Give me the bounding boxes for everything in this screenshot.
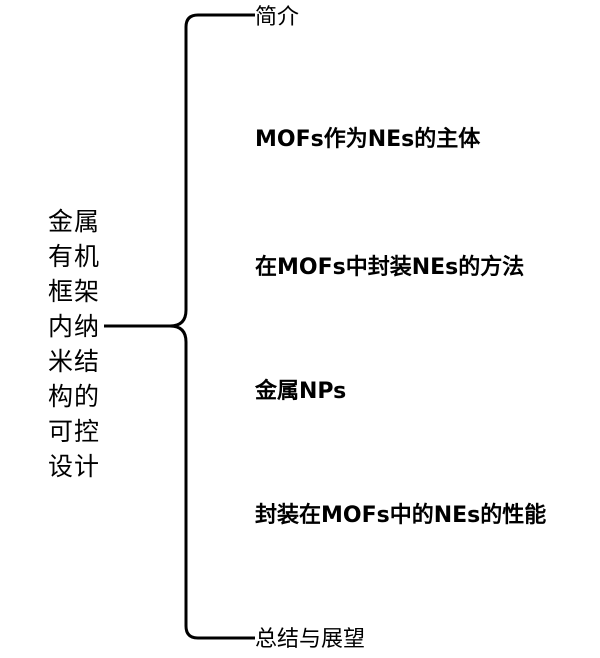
brace-path (104, 13, 255, 640)
branch-encapsulation-methods: 在MOFs中封装NEs的方法 (255, 255, 525, 280)
branch-mofs-as-hosts: MOFs作为NEs的主体 (255, 127, 481, 152)
branch-introduction: 简介 (255, 5, 300, 30)
root-topic: 金属有机框架内纳米结构的可控设计 (48, 207, 101, 481)
branch-summary-outlook: 总结与展望 (255, 627, 366, 652)
branch-performance: 封装在MOFs中的NEs的性能 (255, 503, 547, 528)
branch-metal-nps: 金属NPs (255, 379, 347, 404)
